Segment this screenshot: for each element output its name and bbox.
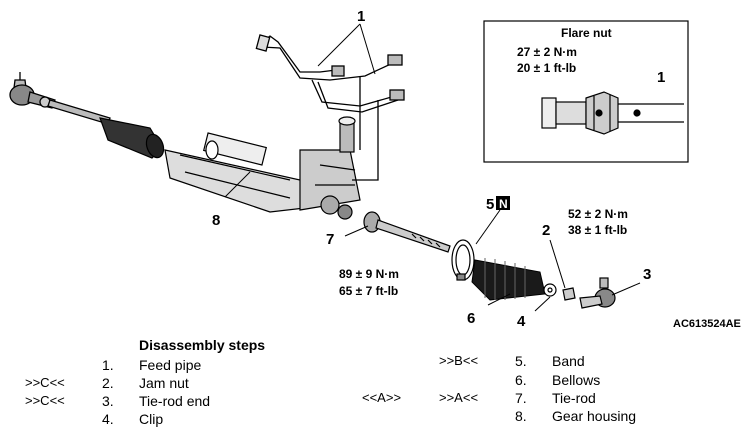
flare-torque-ftlb: 20 ± 1 ft-lb: [517, 61, 576, 75]
step-2-marker: >>C<<: [25, 375, 65, 390]
step-1: 1. Feed pipe: [102, 357, 201, 373]
step-number: 2.: [102, 375, 114, 391]
figure-id: AC613524AE: [673, 318, 741, 330]
new-part-badge-label: N: [499, 197, 508, 211]
tie-rod-end-torque-nm: 52 ± 2 N·m: [568, 207, 628, 221]
step-label: Gear housing: [552, 408, 637, 424]
step-8: 8. Gear housing: [515, 408, 636, 424]
step-3-marker: >>C<<: [25, 393, 65, 408]
callout-2: 2: [542, 222, 550, 239]
feed-pipes: [255, 34, 405, 181]
step-number: 7.: [515, 390, 527, 406]
step-label: Band: [552, 353, 585, 369]
right-bellows: [471, 258, 546, 301]
step-number: 6.: [515, 372, 527, 388]
step-number: 5.: [515, 353, 527, 369]
step-5-marker: >>B<<: [439, 353, 479, 368]
callout-1-top: 1: [357, 8, 365, 25]
step-7-marker-2: <<A>>: [362, 390, 402, 405]
step-label: Tie-rod end: [139, 393, 211, 409]
right-tie-rod-end: [579, 277, 616, 309]
callout-7: 7: [326, 231, 334, 248]
step-7: 7. Tie-rod: [515, 390, 596, 406]
step-number: 3.: [102, 393, 114, 409]
step-label: Feed pipe: [139, 357, 202, 373]
callout-1-box: 1: [657, 69, 665, 86]
callout-8: 8: [212, 212, 220, 229]
step-7-marker: >>A<<: [439, 390, 479, 405]
step-3: 3. Tie-rod end: [102, 393, 210, 409]
step-label: Bellows: [552, 372, 601, 388]
step-number: 4.: [102, 411, 114, 427]
step-number: 8.: [515, 408, 527, 424]
flare-nut-detail-box: [483, 20, 689, 163]
callout-6: 6: [467, 310, 475, 327]
exploded-steering-gear-diagram: 1 Flare nut 27 ± 2 N·m 20 ± 1 ft-lb 1 8 …: [9, 8, 741, 330]
left-tie-rod-assembly: [9, 72, 111, 125]
step-2: 2. Jam nut: [102, 375, 189, 391]
callout-5: 5: [486, 196, 494, 213]
jam-nut-torque-nm: 89 ± 9 N·m: [339, 267, 399, 281]
steps-title: Disassembly steps: [139, 337, 266, 353]
jam-nut-torque-ftlb: 65 ± 7 ft-lb: [339, 284, 398, 298]
step-label: Jam nut: [139, 375, 189, 391]
callout-3: 3: [643, 266, 651, 283]
step-number: 1.: [102, 357, 114, 373]
tie-rod-end-torque-ftlb: 38 ± 1 ft-lb: [568, 223, 627, 237]
band: [451, 239, 475, 281]
step-5: 5. Band: [515, 353, 585, 369]
gear-housing: [164, 116, 361, 220]
step-4: 4. Clip: [102, 411, 163, 427]
callout-4: 4: [517, 313, 526, 330]
step-label: Tie-rod: [552, 390, 596, 406]
left-bellows: [99, 117, 165, 159]
flare-torque-nm: 27 ± 2 N·m: [517, 45, 577, 59]
tie-rod: [363, 211, 451, 253]
step-label: Clip: [139, 411, 164, 427]
new-part-badge: N: [496, 196, 510, 211]
flare-nut-title: Flare nut: [561, 26, 612, 40]
clip-and-nut: [543, 283, 576, 301]
step-6: 6. Bellows: [515, 372, 600, 388]
